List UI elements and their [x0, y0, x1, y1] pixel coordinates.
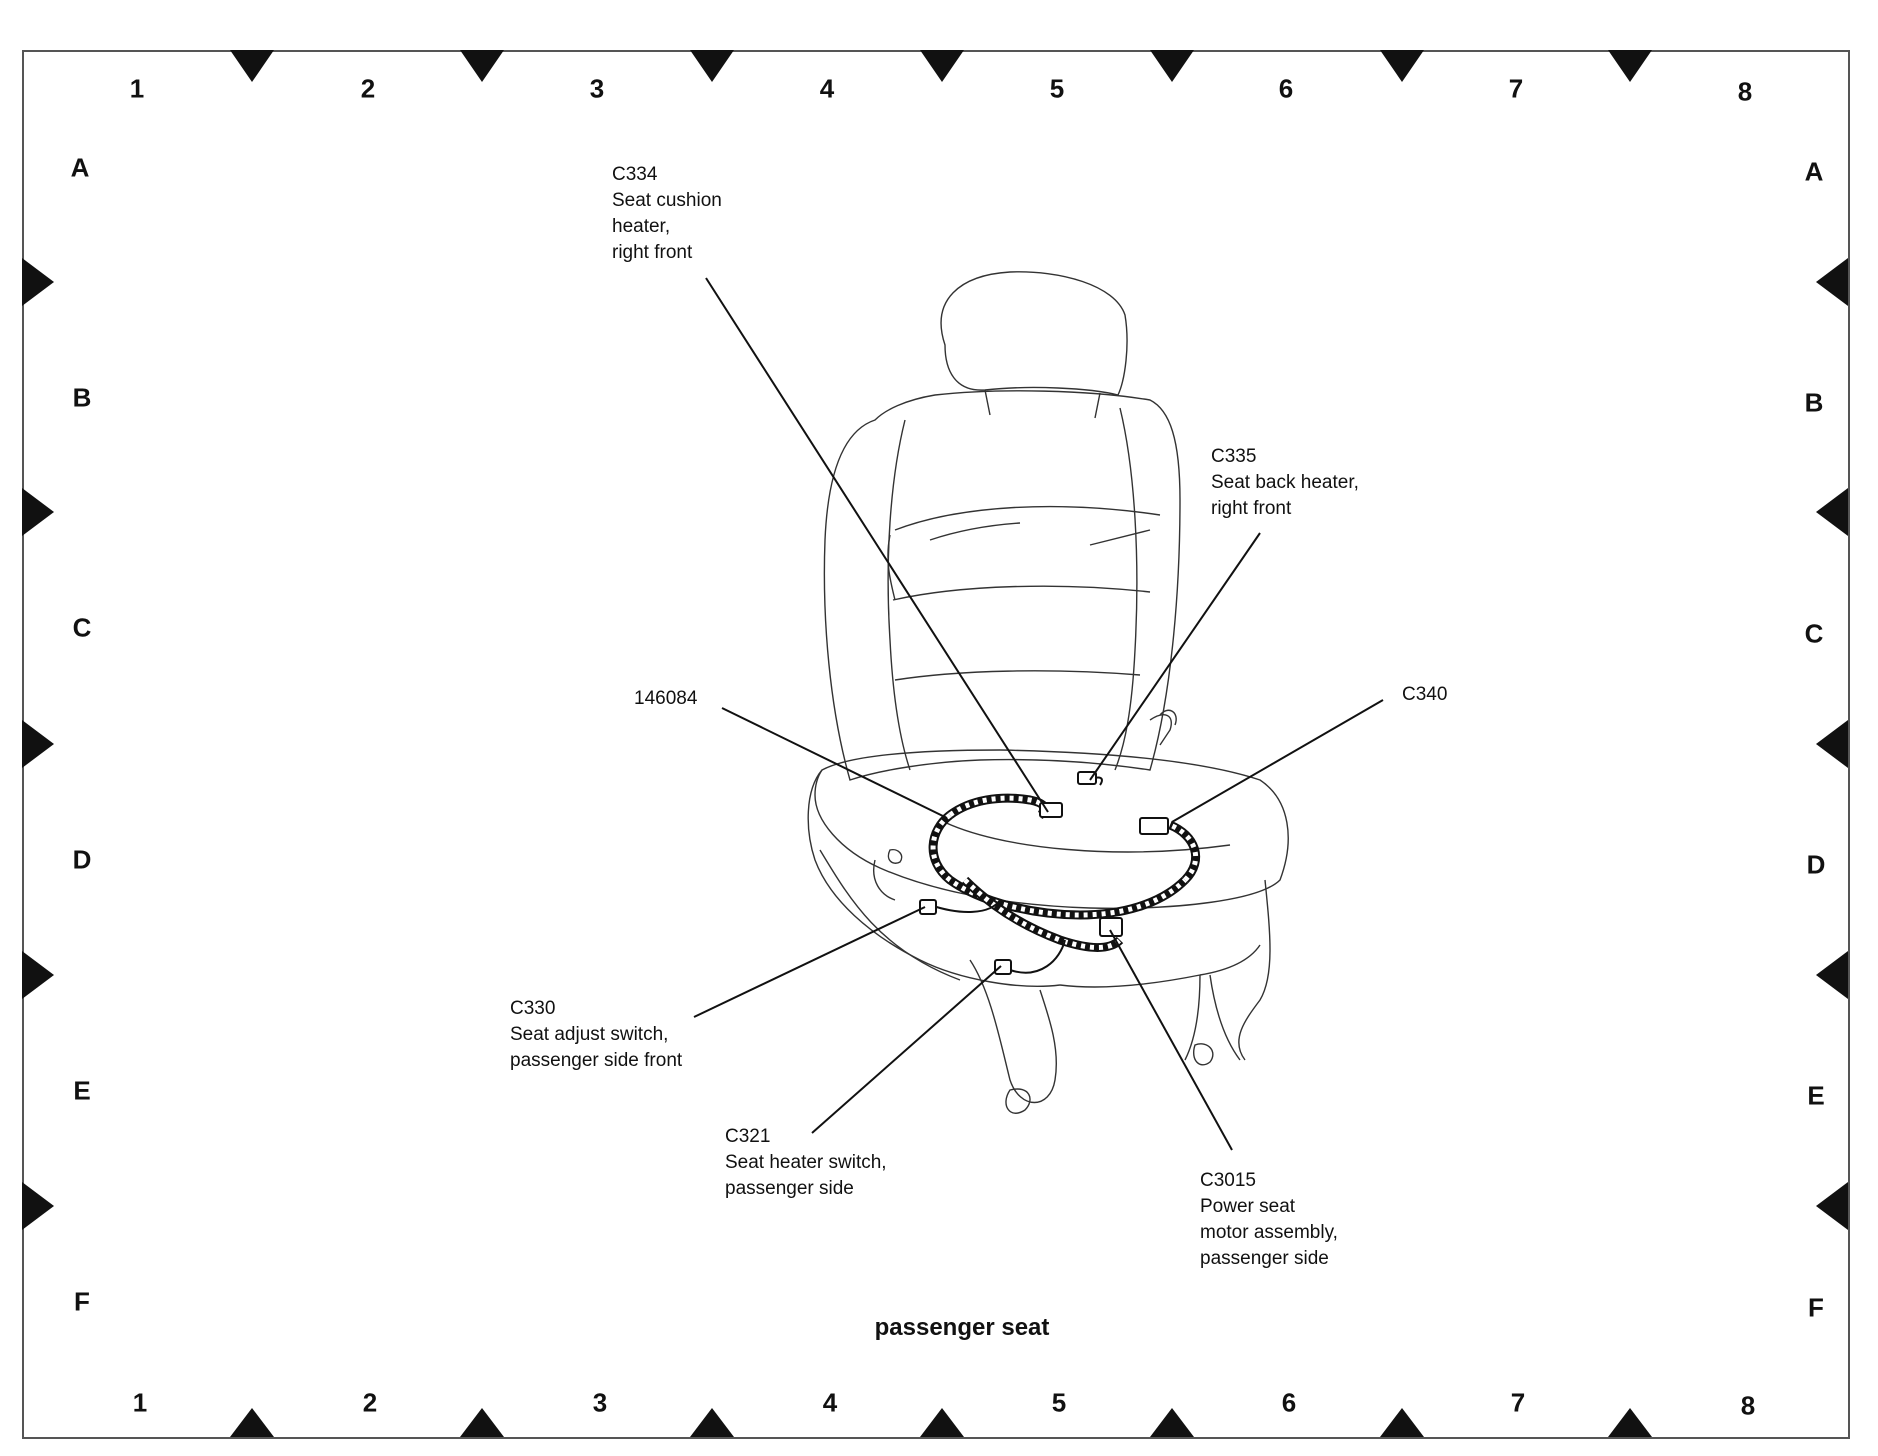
callout-c334: C334 Seat cushion heater, right front: [612, 162, 722, 266]
callout-c3015: C3015 Power seat motor assembly, passeng…: [1200, 1168, 1338, 1272]
callout-c321: C321 Seat heater switch, passenger side: [725, 1124, 887, 1202]
callout-146084-id: 146084: [634, 688, 698, 709]
bottom-marker-6: [1380, 1408, 1424, 1437]
top-marker-3: [690, 50, 734, 82]
grid-col-bottom-5: 5: [1051, 1387, 1067, 1418]
bottom-marker-4: [920, 1408, 964, 1437]
grid-row-right-E: E: [1807, 1080, 1825, 1111]
grid-col-top-6: 6: [1278, 73, 1294, 104]
right-marker-2: [1816, 488, 1848, 536]
callout-c321-line2: passenger side: [725, 1178, 854, 1199]
top-marker-5: [1150, 50, 1194, 82]
callout-146084: 146084: [634, 686, 697, 712]
grid-row-right-F: F: [1808, 1292, 1824, 1323]
grid-row-right-C: C: [1804, 618, 1824, 649]
grid-col-top-7: 7: [1508, 73, 1524, 104]
callout-c335: C335 Seat back heater, right front: [1211, 444, 1359, 522]
left-marker-2: [22, 488, 54, 536]
callout-c334-line1: Seat cushion: [612, 190, 722, 211]
top-marker-7: [1608, 50, 1652, 82]
callout-c321-line1: Seat heater switch,: [725, 1152, 887, 1173]
grid-col-top-3: 3: [589, 73, 605, 104]
grid-col-bottom-1: 1: [132, 1387, 148, 1418]
right-marker-1: [1816, 258, 1848, 306]
callout-c3015-id: C3015: [1200, 1170, 1256, 1191]
callout-c334-line3: right front: [612, 242, 693, 263]
callout-c321-id: C321: [725, 1126, 771, 1147]
callout-c340: C340: [1402, 682, 1447, 708]
right-marker-4: [1816, 951, 1848, 999]
bottom-marker-5: [1150, 1408, 1194, 1437]
callout-c340-id: C340: [1402, 684, 1448, 705]
top-marker-4: [920, 50, 964, 82]
grid-col-top-5: 5: [1049, 73, 1065, 104]
callout-c334-line2: heater,: [612, 216, 671, 237]
grid-col-bottom-6: 6: [1281, 1387, 1297, 1418]
left-marker-3: [22, 720, 54, 768]
bottom-marker-7: [1608, 1408, 1652, 1437]
grid-col-bottom-8: 8: [1740, 1390, 1756, 1421]
grid-row-left-B: B: [72, 382, 92, 413]
grid-row-left-C: C: [72, 612, 92, 643]
left-marker-4: [22, 951, 54, 999]
callout-c335-id: C335: [1211, 446, 1257, 467]
grid-row-right-A: A: [1804, 156, 1824, 187]
grid-row-right-D: D: [1806, 849, 1826, 880]
grid-markers: [22, 50, 1848, 1437]
grid-col-bottom-3: 3: [592, 1387, 608, 1418]
grid-row-left-E: E: [73, 1075, 91, 1106]
grid-row-left-A: A: [70, 152, 90, 183]
callout-c330: C330 Seat adjust switch, passenger side …: [510, 996, 682, 1074]
callout-c335-line2: right front: [1211, 498, 1292, 519]
bottom-marker-3: [690, 1408, 734, 1437]
grid-col-top-1: 1: [129, 73, 145, 104]
callout-c330-line2: passenger side front: [510, 1050, 683, 1071]
callout-c330-id: C330: [510, 998, 556, 1019]
bottom-marker-1: [230, 1408, 274, 1437]
grid-col-bottom-2: 2: [362, 1387, 378, 1418]
top-marker-2: [460, 50, 504, 82]
leader-lines: [693, 277, 1384, 1151]
grid-col-top-4: 4: [819, 73, 835, 104]
callout-c334-id: C334: [612, 164, 658, 185]
connectors: [919, 771, 1169, 975]
callout-c3015-line3: passenger side: [1200, 1248, 1329, 1269]
left-marker-1: [22, 258, 54, 306]
grid-col-bottom-4: 4: [822, 1387, 838, 1418]
callout-c3015-line1: Power seat: [1200, 1196, 1296, 1217]
grid-col-top-2: 2: [360, 73, 376, 104]
passenger-seat-illustration: [807, 271, 1289, 1114]
top-marker-6: [1380, 50, 1424, 82]
bottom-marker-2: [460, 1408, 504, 1437]
right-marker-5: [1816, 1182, 1848, 1230]
grid-row-left-F: F: [74, 1286, 90, 1317]
left-marker-5: [22, 1182, 54, 1230]
grid-col-top-8: 8: [1737, 76, 1753, 107]
wiring-harness: [928, 776, 1201, 974]
callout-c330-line1: Seat adjust switch,: [510, 1024, 669, 1045]
diagram-caption: passenger seat: [874, 1314, 1050, 1341]
grid-row-right-B: B: [1804, 387, 1824, 418]
right-marker-3: [1816, 720, 1848, 768]
callout-c3015-line2: motor assembly,: [1200, 1222, 1338, 1243]
top-marker-1: [230, 50, 274, 82]
grid-col-bottom-7: 7: [1510, 1387, 1526, 1418]
callout-c335-line1: Seat back heater,: [1211, 472, 1359, 493]
grid-row-left-D: D: [72, 844, 92, 875]
